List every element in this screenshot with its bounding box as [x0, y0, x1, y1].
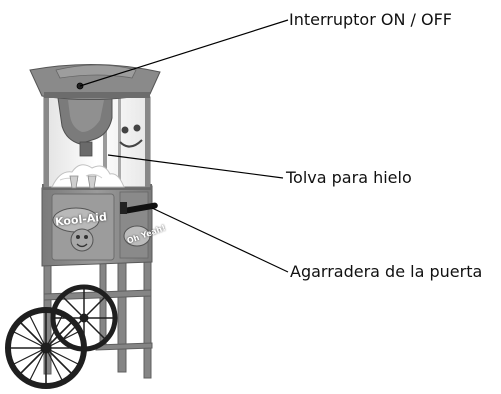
front-wheel — [5, 307, 87, 389]
hopper-label: Tolva para hielo — [286, 168, 412, 187]
leader-lines — [79, 19, 289, 273]
switch-label: Interruptor ON / OFF — [289, 10, 452, 29]
canopy — [29, 64, 161, 101]
handle-label: Agarradera de la puerta — [290, 262, 483, 281]
ice-hopper — [57, 97, 113, 157]
door-handle — [120, 202, 158, 214]
